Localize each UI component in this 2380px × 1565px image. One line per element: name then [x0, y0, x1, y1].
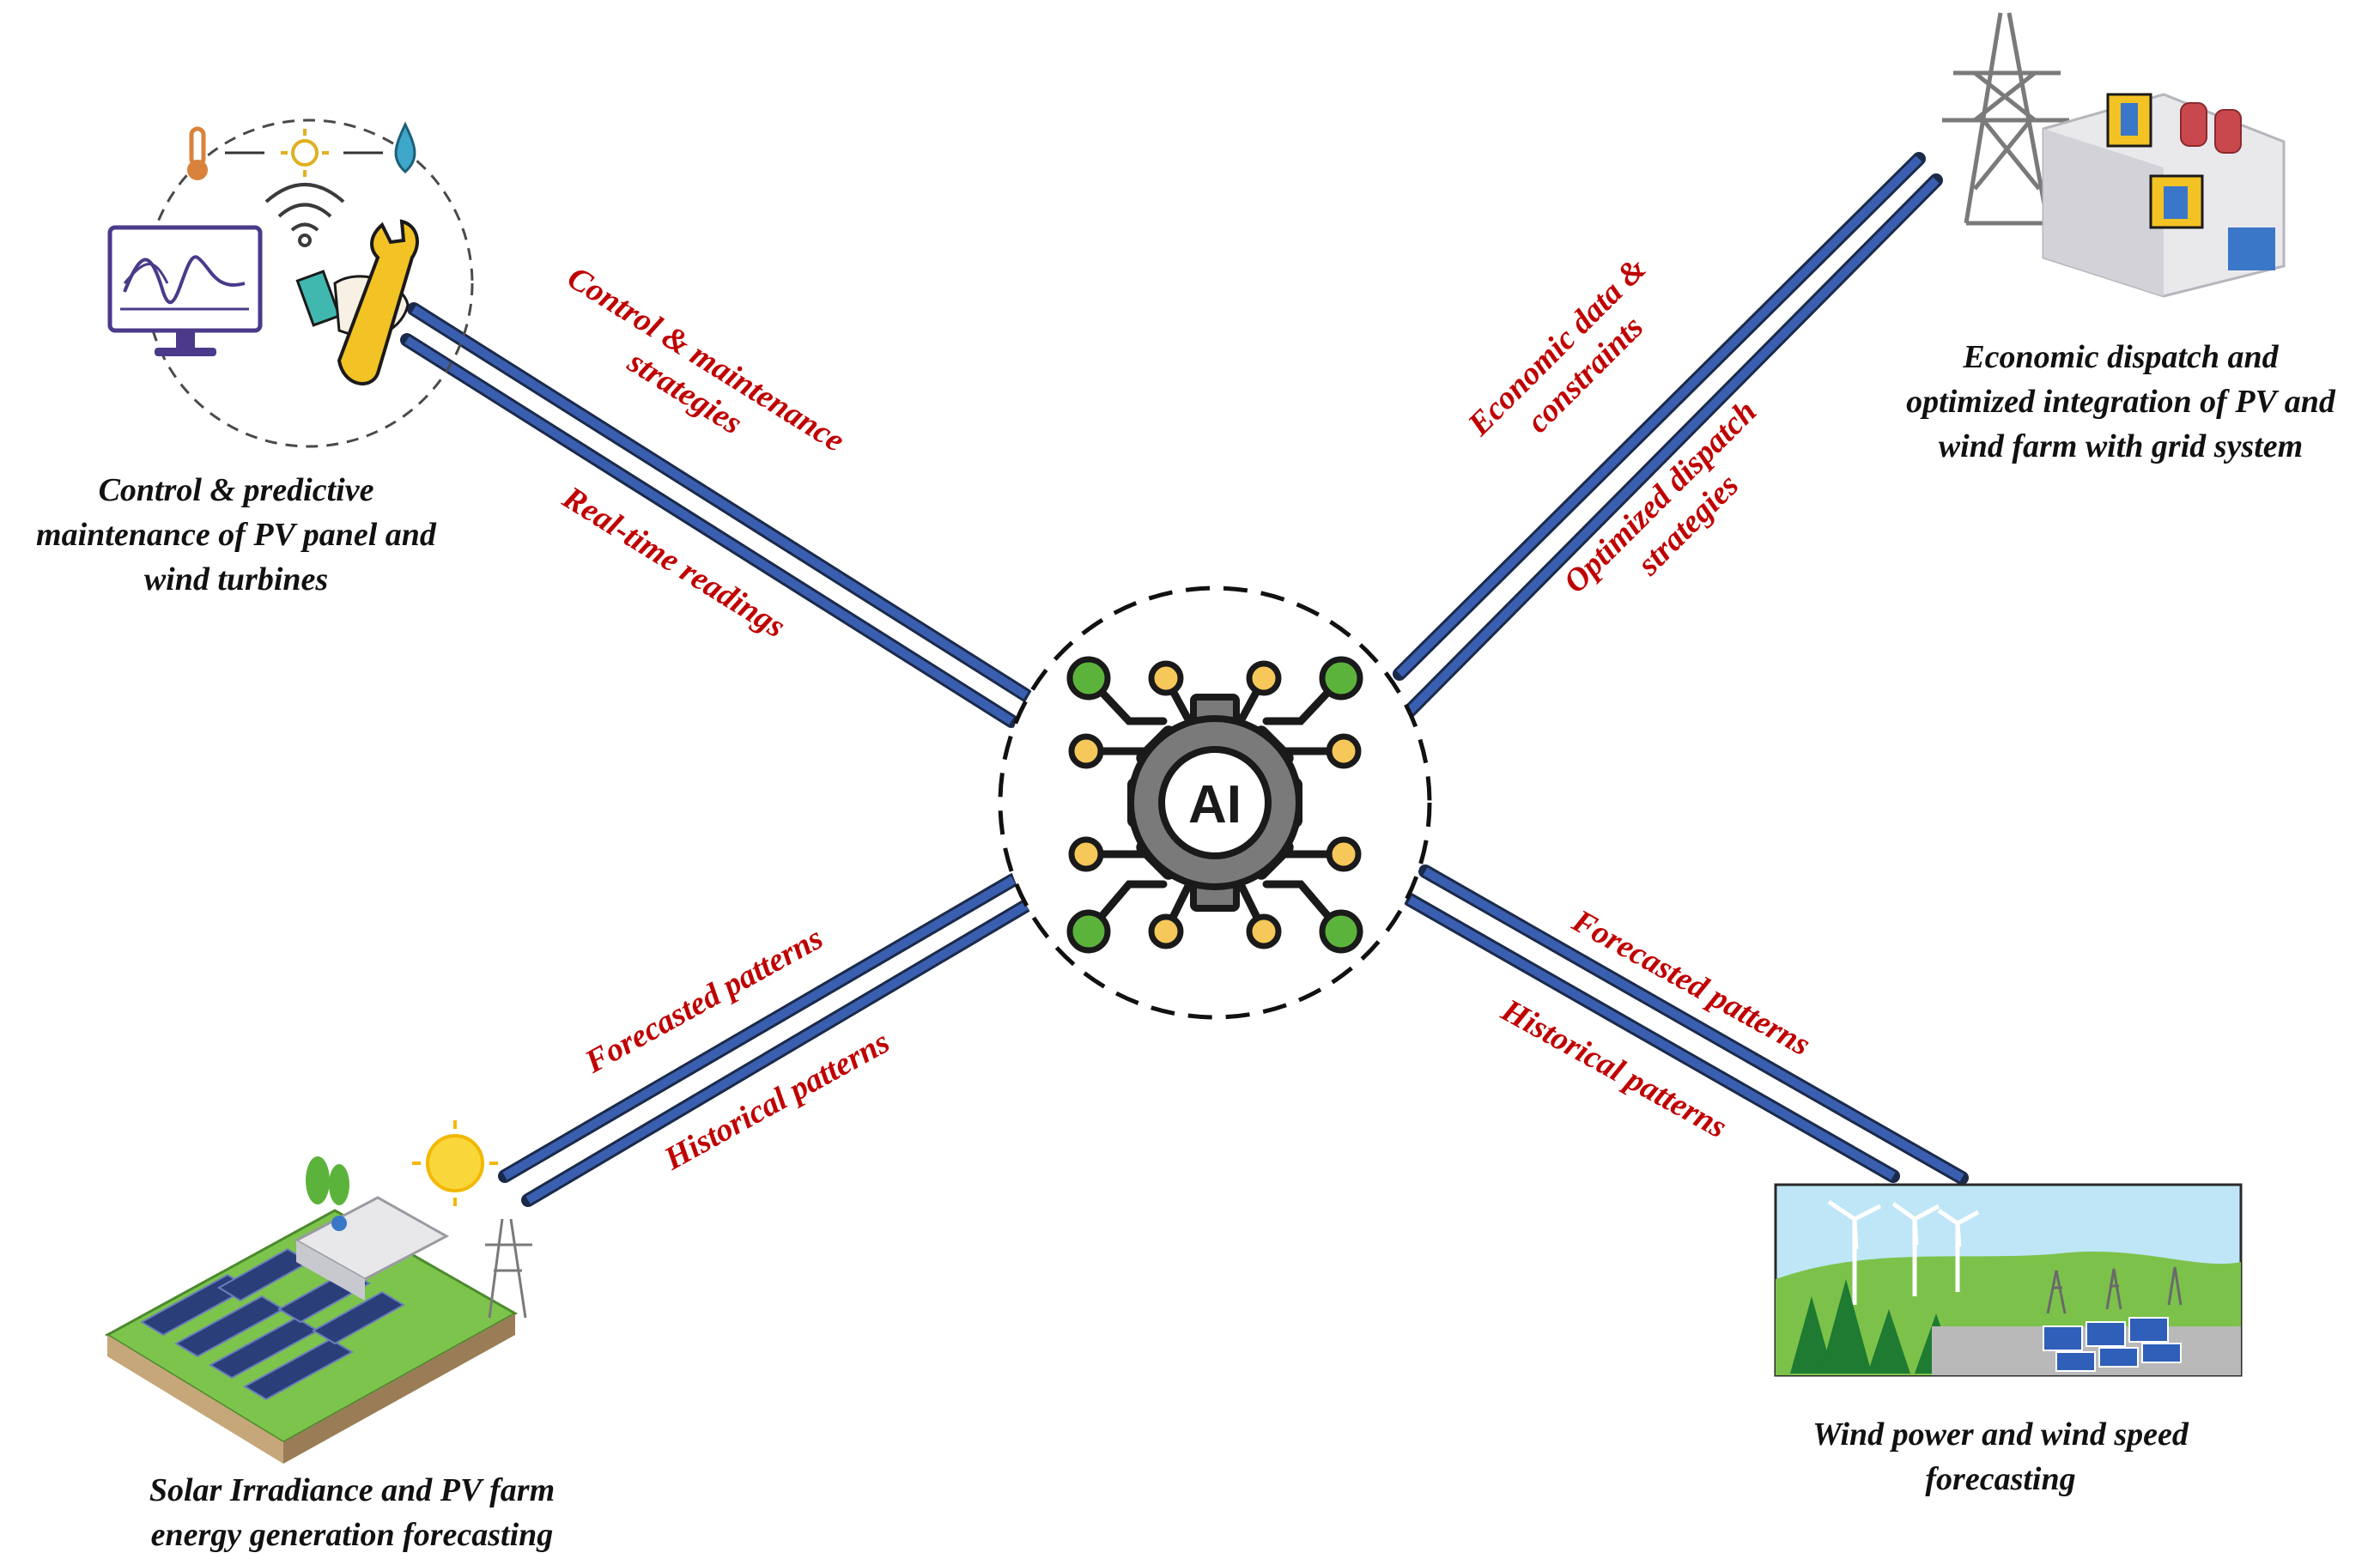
grid-plant-illustration	[1942, 12, 2286, 298]
gear-icon: AI	[1127, 694, 1302, 912]
solar-panel-array	[139, 1247, 405, 1401]
maintenance-illustration	[107, 118, 474, 448]
caption-solar-forecasting: Solar Irradiance and PV farm energy gene…	[112, 1468, 592, 1557]
building-icon	[293, 1196, 450, 1301]
wind-turbine-icon	[1827, 1199, 1980, 1305]
caption-line: wind turbines	[143, 561, 329, 597]
sun-rays	[412, 1120, 498, 1206]
transmission-tower-icon	[1942, 12, 2069, 226]
caption-economic-dispatch: Economic dispatch and optimized integrat…	[1872, 335, 2370, 469]
caption-line: optimized integration of PV and	[1906, 384, 2335, 420]
connector-bottom-right	[1403, 864, 1969, 1185]
tree-icon	[306, 1156, 349, 1205]
connector-bottom-left	[498, 873, 1033, 1207]
caption-wind-forecasting: Wind power and wind speed forecasting	[1769, 1412, 2232, 1501]
wrench-icon	[295, 219, 419, 385]
circuit-nodes	[1066, 656, 1363, 954]
solar-panels	[2043, 1317, 2182, 1372]
pv-farm-illustration	[105, 1120, 532, 1464]
connector-top-right	[1393, 152, 1943, 718]
caption-line: wind farm with grid system	[1938, 428, 2304, 464]
caption-line: Economic dispatch and	[1963, 339, 2279, 375]
pylon-icon	[485, 1218, 532, 1319]
wind-farm-illustration	[1774, 1183, 2243, 1377]
water-drop-icon	[394, 121, 416, 174]
caption-maintenance: Control & predictive maintenance of PV p…	[17, 468, 455, 602]
ai-label: AI	[1188, 775, 1242, 834]
caption-line: Solar Irradiance and PV farm	[149, 1472, 556, 1508]
power-plant-icon	[2042, 93, 2286, 298]
pylon-icon	[2046, 1266, 2183, 1314]
connector-top-left	[400, 302, 1033, 728]
wifi-icon	[264, 183, 345, 247]
thermometer-icon	[187, 126, 208, 180]
sun-icon	[281, 129, 329, 177]
caption-line: maintenance of PV panel and	[36, 517, 436, 553]
monitor-icon	[107, 225, 263, 356]
dashed-ring	[144, 118, 474, 448]
caption-line: Wind power and wind speed	[1812, 1416, 2189, 1453]
sun-icon	[426, 1134, 484, 1192]
ai-hub: AI	[998, 585, 1432, 1020]
caption-line: Control & predictive	[98, 472, 374, 508]
caption-line: forecasting	[1925, 1461, 2076, 1497]
caption-line: energy generation forecasting	[150, 1517, 554, 1553]
